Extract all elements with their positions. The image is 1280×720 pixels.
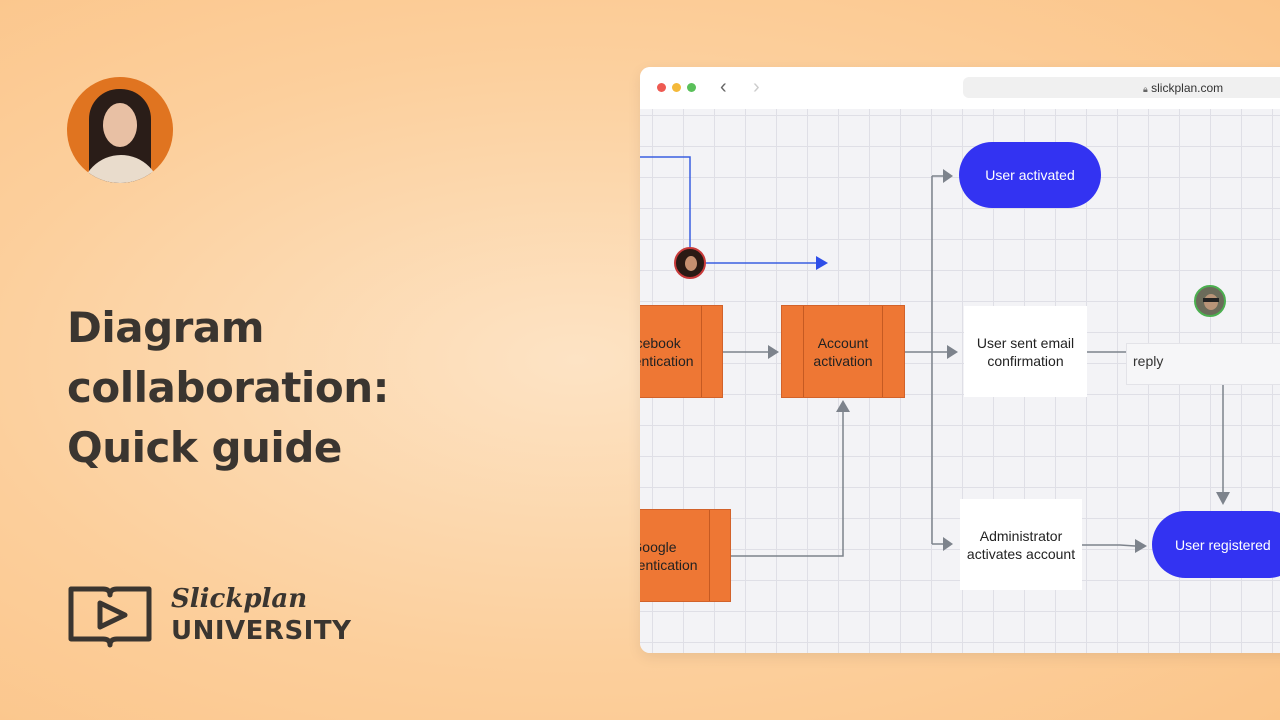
node-user-registered[interactable]: User registered xyxy=(1152,511,1280,578)
title-line: collaboration: xyxy=(67,363,389,412)
lock-icon: 🔒︎ xyxy=(1143,84,1148,94)
arrowheads xyxy=(768,169,1230,553)
node-label: User sent email confirmation xyxy=(976,334,1075,369)
logo-subtitle: UNIVERSITY xyxy=(171,616,352,646)
maximize-dot[interactable] xyxy=(687,83,696,92)
forward-icon[interactable]: › xyxy=(753,76,760,98)
slickplan-university-logo: Slickplan UNIVERSITY xyxy=(67,583,351,649)
arrowhead xyxy=(816,256,828,270)
node-label: Administrator activates account xyxy=(966,527,1076,562)
reply-text: reply xyxy=(1133,353,1164,369)
node-google-authentication[interactable]: Google authentication xyxy=(640,509,731,602)
browser-window: ‹ › 🔒︎ slickplan.com xyxy=(640,67,1280,653)
logo-brand: Slickplan xyxy=(171,584,308,614)
presenter-avatar xyxy=(67,77,173,183)
node-account-activation[interactable]: Account activation xyxy=(781,305,905,398)
node-label: Account activation xyxy=(813,334,873,369)
node-label: User activated xyxy=(985,167,1075,183)
close-dot[interactable] xyxy=(657,83,666,92)
node-label: User registered xyxy=(1175,536,1271,553)
address-bar[interactable]: 🔒︎ slickplan.com xyxy=(963,77,1280,98)
node-user-sent-email[interactable]: User sent email confirmation xyxy=(964,306,1087,397)
minimize-dot[interactable] xyxy=(672,83,681,92)
page-title: Diagram collaboration: Quick guide xyxy=(67,298,389,478)
comment-reply-box[interactable]: reply xyxy=(1126,343,1280,385)
diagram-canvas[interactable]: Facebook authentication Account activati… xyxy=(640,109,1280,653)
node-administrator[interactable]: Administrator activates account xyxy=(960,499,1082,590)
node-facebook-authentication[interactable]: Facebook authentication xyxy=(640,305,723,398)
browser-toolbar: ‹ › 🔒︎ slickplan.com xyxy=(640,67,1280,109)
collab-connector xyxy=(640,156,818,264)
node-user-activated[interactable]: User activated xyxy=(959,142,1101,208)
collaborator-avatar[interactable] xyxy=(674,247,706,279)
title-line: Quick guide xyxy=(67,423,342,472)
collaborator-avatar[interactable] xyxy=(1194,285,1226,317)
back-icon[interactable]: ‹ xyxy=(720,76,727,98)
node-label: Google authentication xyxy=(640,538,698,573)
url-text: slickplan.com xyxy=(1151,81,1224,95)
open-book-play-icon xyxy=(68,586,152,648)
title-line: Diagram xyxy=(67,303,264,352)
node-label: Facebook authentication xyxy=(640,334,694,369)
